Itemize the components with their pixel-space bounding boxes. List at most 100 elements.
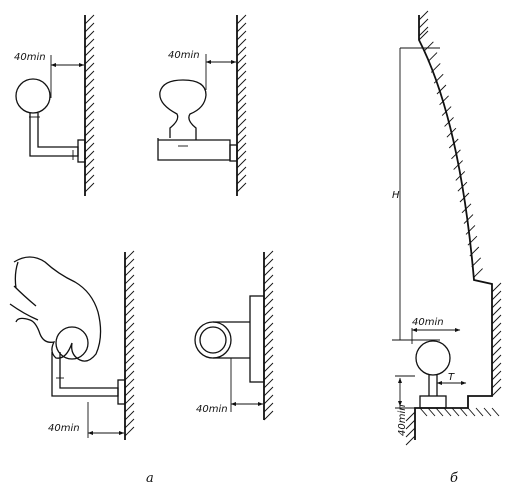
wall-hatch-line <box>263 322 274 333</box>
wall-hatch-line <box>124 338 135 349</box>
caption-a: а <box>146 471 154 486</box>
wall-hatch-line <box>263 258 274 269</box>
wall-hatch-line <box>124 258 135 269</box>
detail-tube-rail: 40min <box>194 250 274 421</box>
wall-hatch-line <box>236 70 247 81</box>
wall-hatch-line <box>439 95 449 106</box>
wall-hatch-line <box>455 171 466 181</box>
dim-label-clearance: 40min <box>412 317 444 328</box>
wall-hatch-line <box>263 306 274 317</box>
wall-hatch-line <box>84 46 95 57</box>
wall-hatch-line <box>418 26 429 37</box>
wall-hatch-line <box>124 370 135 381</box>
wall-hatch-line <box>405 411 416 422</box>
wall-hatch-line <box>84 54 95 65</box>
mushroom-handrail <box>159 79 207 140</box>
wall-hatch-line <box>491 314 502 325</box>
wall-hatch-line <box>424 41 434 52</box>
wall-hatch-line <box>405 435 416 446</box>
wall-hatch-line <box>451 149 461 160</box>
wall-hatch-line <box>84 102 95 113</box>
wall-hatch-line <box>124 378 135 389</box>
wall-hatch-line <box>84 30 95 41</box>
dim-label-top-left: 40min <box>14 52 46 63</box>
wall-hatch-line <box>236 30 247 41</box>
wall-hatch-line <box>124 282 135 293</box>
wall-hatch-line <box>236 182 247 193</box>
wall-hatch-line <box>459 192 470 203</box>
wall-hatch-line <box>430 63 441 73</box>
rail-bracket <box>29 113 79 157</box>
wall-hatch-line <box>236 86 247 97</box>
wall-hatch-line <box>467 235 478 246</box>
wall-hatch-line <box>491 346 502 357</box>
wall-hatch-line <box>124 298 135 309</box>
wall-hatch-line <box>124 394 135 405</box>
wall-hatch-line <box>457 181 468 192</box>
wall-hatch-line <box>124 418 135 429</box>
wall-hatch-line <box>418 18 429 29</box>
wall-hatch-line <box>418 10 429 21</box>
wall-hatch-line <box>124 346 135 357</box>
wall-hatch-line <box>491 330 502 341</box>
dim-label-h: H <box>392 190 400 201</box>
wall-hatch-line <box>405 419 416 430</box>
caption-b: б <box>450 471 458 486</box>
wall-hatch-line <box>236 22 247 33</box>
wall-hatch-line <box>236 94 247 105</box>
wall-hatch-line <box>461 203 472 214</box>
detail-wall-section: H 40min T 40min <box>392 10 502 446</box>
dim-label-bottom-middle: 40min <box>196 404 228 415</box>
wall-hatch-line <box>84 158 95 169</box>
wall-hatch-line <box>427 407 436 417</box>
wall-hatch-line <box>84 14 95 25</box>
wall-hatch-line <box>471 257 482 268</box>
dim-label-bottom-left: 40min <box>48 423 80 434</box>
wall-hatch-line <box>84 118 95 129</box>
dim-label-t: T <box>448 372 455 383</box>
wall-hatch-line <box>124 322 135 333</box>
round-handrail-gripped <box>55 326 89 360</box>
wall-hatch-line <box>124 306 135 317</box>
wall-hatch-line <box>84 62 95 73</box>
wall-hatch-line <box>124 402 135 413</box>
wall-plate-2 <box>229 144 238 162</box>
wall-hatch-line <box>236 110 247 121</box>
wall-hatch-line <box>236 14 247 25</box>
wall-hatch-line <box>236 142 247 153</box>
rail-bracket-3 <box>51 352 119 397</box>
wall-hatch-line <box>491 362 502 373</box>
wall-hatch-line <box>84 86 95 97</box>
wall-hatch-line <box>84 70 95 81</box>
wall-hatch-line <box>263 250 274 261</box>
wall-hatch-line <box>124 330 135 341</box>
wall-hatch-line <box>419 407 428 417</box>
wall-hatched <box>84 14 95 196</box>
wall-hatch-line <box>124 410 135 421</box>
wall-hatch-line <box>84 166 95 177</box>
wall-hatch-line <box>124 354 135 365</box>
wall-hatch-line <box>263 338 274 349</box>
wall-hatch-line <box>236 134 247 145</box>
round-handrail <box>15 78 51 114</box>
wall-hatch-line <box>467 407 476 417</box>
wall-hatch-line <box>263 378 274 389</box>
wall-hatch-line <box>124 266 135 277</box>
wall-hatch-line <box>236 62 247 73</box>
wall-hatch-line <box>263 282 274 293</box>
wall-hatch-line <box>84 134 95 145</box>
wall-hatch-line <box>491 386 502 397</box>
wall-hatch-line <box>236 38 247 49</box>
wall-hatch-line <box>84 78 95 89</box>
wall-hatch-line <box>263 386 274 397</box>
wall-hatch-line <box>491 290 502 301</box>
wall-hatch-line <box>491 407 500 417</box>
wall-hatch-line <box>441 106 452 116</box>
wall-hatch-line <box>491 282 502 293</box>
wall-hatch-line <box>236 78 247 89</box>
wall-hatch-line <box>236 166 247 177</box>
hand-outline <box>9 256 102 362</box>
wall-hatch-line <box>263 370 274 381</box>
wall-hatch-line <box>491 338 502 349</box>
